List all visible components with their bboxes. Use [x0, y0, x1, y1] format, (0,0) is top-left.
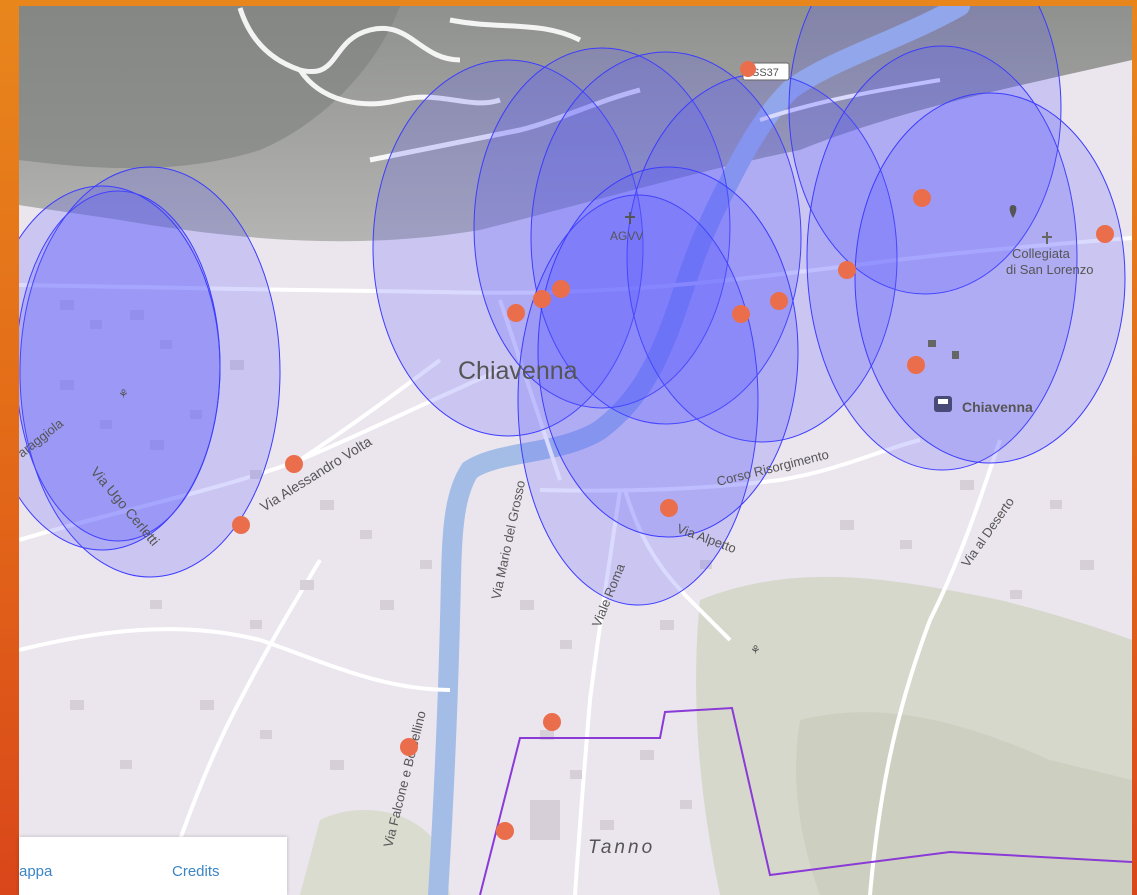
marker[interactable]	[552, 280, 570, 298]
marker[interactable]	[1096, 225, 1114, 243]
hill-terrain-dark	[796, 712, 1132, 895]
coverage-ellipse[interactable]	[530, 51, 802, 425]
marker[interactable]	[660, 499, 678, 517]
map-canvas[interactable]: Via Alessandro Volta Via Ugo Cerletti ar…	[19, 6, 1132, 895]
coverage-ellipse[interactable]	[788, 6, 1062, 295]
church-label-line1: Collegiata	[1012, 246, 1071, 261]
coverage-ellipse[interactable]	[473, 47, 731, 409]
station-markers[interactable]	[232, 61, 1114, 840]
church-icon	[1042, 232, 1052, 244]
marker[interactable]	[732, 305, 750, 323]
marker[interactable]	[496, 822, 514, 840]
buildings	[60, 300, 1094, 840]
coverage-areas[interactable]	[19, 6, 1126, 606]
marker[interactable]	[232, 516, 250, 534]
marker[interactable]	[838, 261, 856, 279]
coverage-ellipse[interactable]	[19, 166, 281, 578]
mountain-roads	[237, 7, 641, 163]
marker[interactable]	[907, 356, 925, 374]
church-label-line2: di San Lorenzo	[1006, 262, 1093, 277]
marker[interactable]	[543, 713, 561, 731]
bus-stop-icon	[952, 351, 959, 359]
marker[interactable]	[400, 738, 418, 756]
district-label: Tanno	[588, 837, 655, 858]
mountain-shadow	[19, 6, 400, 169]
marker[interactable]	[285, 455, 303, 473]
map-svg[interactable]: Via Alessandro Volta Via Ugo Cerletti ar…	[19, 6, 1132, 895]
marker[interactable]	[507, 304, 525, 322]
map-pin-icon	[1009, 205, 1017, 218]
coverage-ellipse[interactable]	[372, 59, 644, 437]
marker[interactable]	[913, 189, 931, 207]
map-link[interactable]: appa	[19, 863, 53, 880]
cross-icon	[625, 212, 635, 224]
playground-icon: ⚘	[118, 387, 129, 401]
marker[interactable]	[770, 292, 788, 310]
coverage-ellipse[interactable]	[537, 166, 799, 538]
park-area	[300, 810, 450, 895]
marker[interactable]	[740, 61, 756, 77]
tree-icon: ⚘	[750, 643, 761, 657]
poi-label: AGVV	[610, 229, 643, 243]
map-footer: appa Credits	[19, 837, 287, 895]
bus-icon	[928, 340, 936, 347]
city-label: Chiavenna	[458, 357, 578, 385]
marker[interactable]	[533, 290, 551, 308]
road-shield-label: SS37	[752, 67, 779, 79]
coverage-ellipse[interactable]	[517, 194, 759, 606]
district-boundary	[479, 706, 1132, 895]
river	[428, 6, 970, 895]
station-label: Chiavenna	[962, 399, 1033, 415]
credits-link[interactable]: Credits	[172, 863, 220, 880]
coverage-ellipse[interactable]	[806, 45, 1078, 471]
coverage-ellipse[interactable]	[19, 185, 221, 551]
train-station-icon	[934, 396, 952, 412]
